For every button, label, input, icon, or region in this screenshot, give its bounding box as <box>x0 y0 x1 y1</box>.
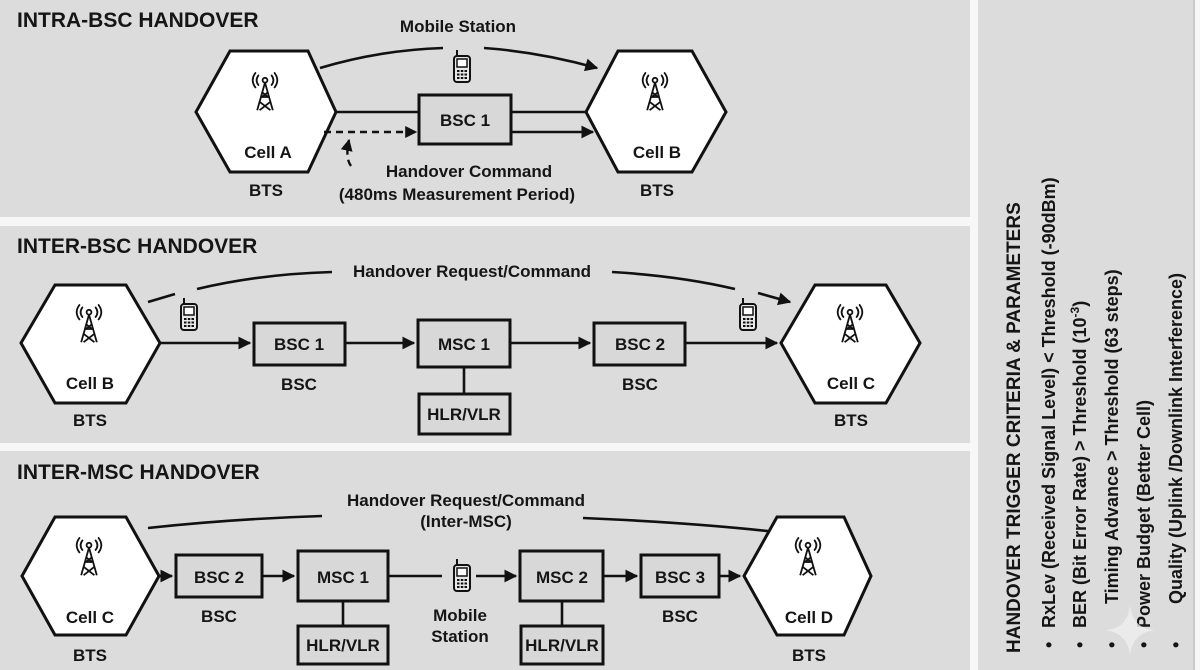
command-pointer-arrow <box>340 138 353 167</box>
mobile-phone-icon <box>738 296 758 332</box>
request-arrow <box>757 291 792 306</box>
bsc2-label: BSC 2 <box>615 335 665 354</box>
bsc1-label: BSC 1 <box>274 335 324 354</box>
criterion-timing-advance: Timing Advance > Threshold (63 steps) <box>1102 269 1122 604</box>
request-path-left <box>196 270 333 291</box>
criterion-quality: Quality (Uplink /Downlink Interference) <box>1166 273 1186 604</box>
criteria-panel: HANDOVER TRIGGER CRITERIA & PARAMETERS •… <box>978 0 1195 670</box>
inter-bsc-panel: INTER-BSC HANDOVER Handover Request/Comm… <box>0 226 970 443</box>
bsc2-label: BSC 2 <box>194 568 244 587</box>
handover-command-label: Handover Command <box>386 162 552 181</box>
bts-label: BTS <box>834 411 868 430</box>
cell-b-label: Cell B <box>66 374 114 393</box>
handover-request-label: Handover Request/Command <box>353 262 591 281</box>
cell-d-hexagon[interactable] <box>742 515 873 637</box>
inter-bsc-title: INTER-BSC HANDOVER <box>17 235 257 258</box>
criterion-ber-tail: ) <box>1070 301 1090 307</box>
hlr-vlr-box[interactable] <box>296 624 390 666</box>
request-path-start <box>147 292 176 304</box>
hlr-vlr-label: HLR/VLR <box>525 636 599 655</box>
bullet: • <box>1166 642 1186 648</box>
request-path-left <box>147 514 323 530</box>
bts-label: BTS <box>249 181 283 200</box>
cell-c-hexagon[interactable] <box>779 283 922 405</box>
criterion-power-budget: Power Budget (Better Cell) <box>1134 400 1154 628</box>
mobile-phone-icon <box>179 296 199 332</box>
request-path-right <box>611 270 736 291</box>
cell-b-hexagon[interactable] <box>584 49 728 174</box>
inter-msc-label: (Inter-MSC) <box>420 512 512 531</box>
bts-label: BTS <box>73 646 107 665</box>
mobile-label: Mobile <box>433 606 487 625</box>
criterion-ber-text: BER (Bit Error Rate) > Threshold (10 <box>1070 317 1090 628</box>
bts-label: BTS <box>73 411 107 430</box>
hlr-vlr-label: HLR/VLR <box>427 405 501 424</box>
mobile-phone-icon <box>452 48 472 84</box>
criterion-ber-exponent: -3 <box>1068 306 1082 317</box>
inter-msc-panel: INTER-MSC HANDOVER Handover Request/Comm… <box>0 451 970 670</box>
criterion-rxlev: RxLev (Received Signal Level) < Threshol… <box>1039 177 1059 628</box>
hlr-vlr-box[interactable] <box>417 392 512 436</box>
bts-label: BTS <box>640 181 674 200</box>
station-label: Station <box>431 627 489 646</box>
cell-d-label: Cell D <box>785 608 833 627</box>
cell-b-label: Cell B <box>633 143 681 162</box>
hlr-vlr-label: HLR/VLR <box>306 636 380 655</box>
intra-bsc-title: INTRA-BSC HANDOVER <box>17 9 259 32</box>
bts-label: BTS <box>792 646 826 665</box>
cell-a-label: Cell A <box>244 143 292 162</box>
bsc3-label: BSC 3 <box>655 568 705 587</box>
mobile-phone-icon <box>452 557 472 593</box>
mobile-station-label: Mobile Station <box>400 17 516 36</box>
bsc1-box[interactable] <box>417 93 513 146</box>
inter-msc-title: INTER-MSC HANDOVER <box>17 461 260 484</box>
bsc-type-label: BSC <box>662 607 698 626</box>
criterion-ber: BER (Bit Error Rate) > Threshold (10-3) <box>1068 301 1090 628</box>
bullet: • <box>1102 642 1122 648</box>
criteria-title: HANDOVER TRIGGER CRITERIA & PARAMETERS <box>1004 202 1025 653</box>
bullet: • <box>1134 642 1154 648</box>
bsc-type-label: BSC <box>622 375 658 394</box>
msc2-label: MSC 2 <box>536 568 588 587</box>
request-arrow <box>582 516 787 539</box>
intra-bsc-panel: INTRA-BSC HANDOVER Mobile Station Cell A… <box>0 0 970 217</box>
msc1-label: MSC 1 <box>317 568 369 587</box>
bsc2-box[interactable] <box>174 553 264 599</box>
bullet: • <box>1039 642 1059 648</box>
bsc-type-label: BSC <box>281 375 317 394</box>
handover-request-label: Handover Request/Command <box>347 491 585 510</box>
cell-c-label: Cell C <box>827 374 875 393</box>
sparkle-watermark-icon <box>1104 605 1156 655</box>
bsc1-box[interactable] <box>252 321 347 367</box>
measurement-period-label: (480ms Measurement Period) <box>339 185 575 204</box>
bsc3-box[interactable] <box>639 553 721 599</box>
bsc-type-label: BSC <box>201 607 237 626</box>
hlr-vlr-box[interactable] <box>519 624 605 666</box>
bullet: • <box>1070 642 1090 648</box>
bsc1-label: BSC 1 <box>440 111 490 130</box>
mobile-path-left <box>319 46 444 70</box>
msc2-box[interactable] <box>518 549 605 603</box>
cell-c-label: Cell C <box>66 608 114 627</box>
msc1-label: MSC 1 <box>438 335 490 354</box>
msc1-box[interactable] <box>416 318 512 369</box>
mobile-path-arrow <box>483 46 599 72</box>
